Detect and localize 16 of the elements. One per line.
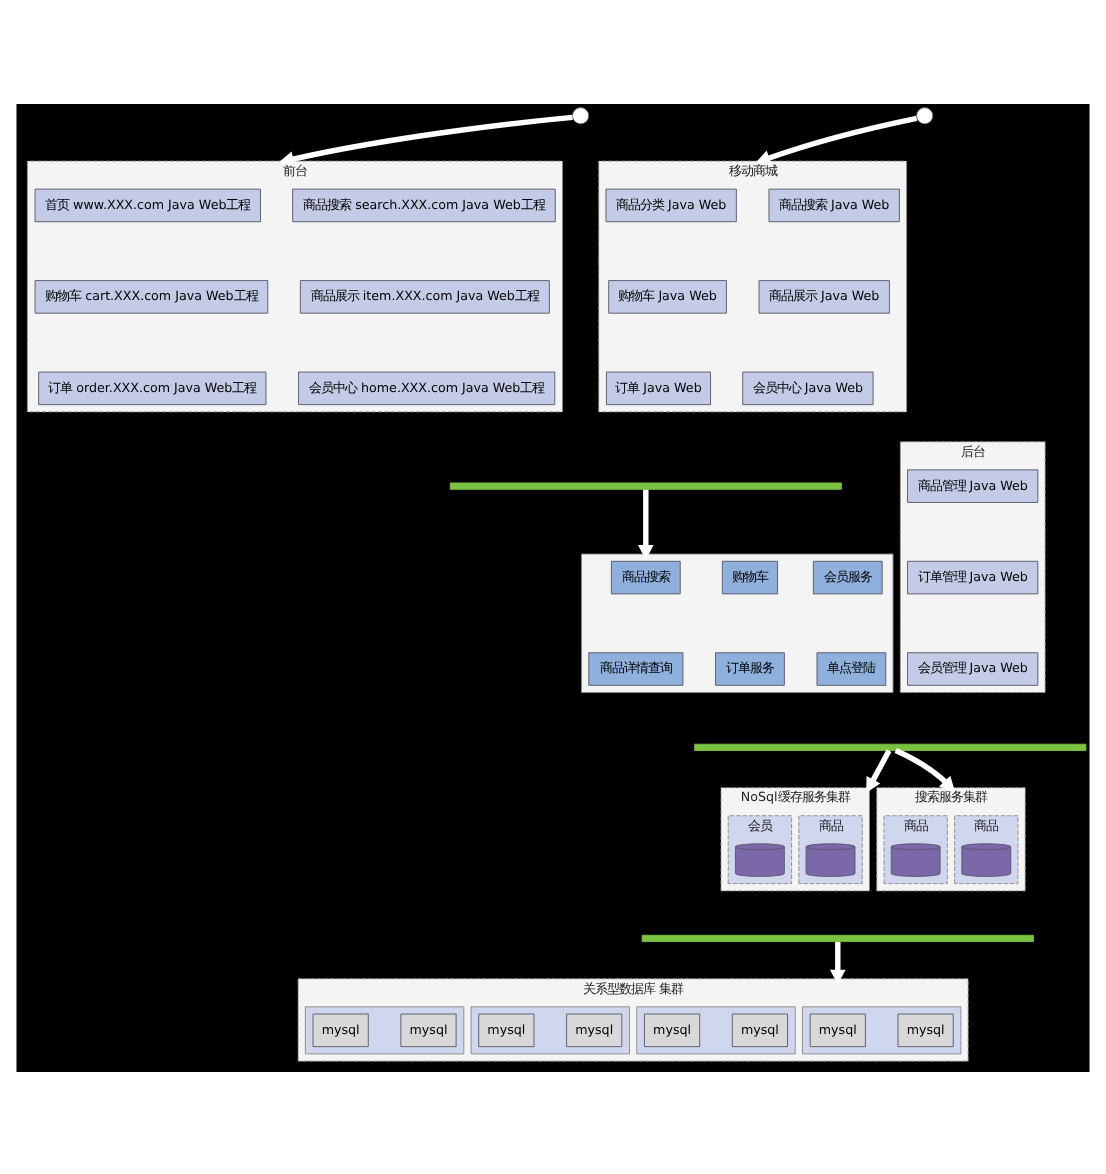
node-bar [641, 933, 1034, 942]
node-bar [449, 481, 842, 489]
cluster [802, 1005, 962, 1054]
arrow [755, 114, 918, 165]
arrow [866, 748, 892, 792]
arrow [638, 488, 654, 559]
node-person [916, 106, 934, 124]
arrow [278, 113, 573, 166]
node-bar [694, 742, 1087, 750]
arrow [829, 940, 846, 984]
arrow [894, 747, 956, 791]
cluster [470, 1005, 630, 1054]
cluster [304, 1005, 465, 1054]
cluster [581, 552, 894, 693]
cluster [636, 1005, 796, 1054]
node-person [572, 106, 590, 124]
